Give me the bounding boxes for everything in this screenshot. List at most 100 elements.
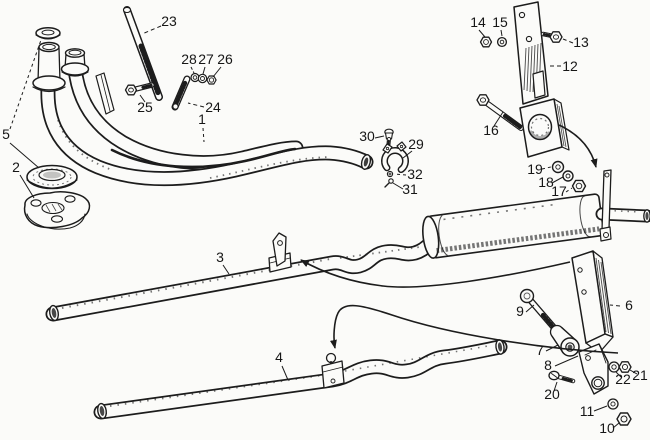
part-label-6: 6 [625,297,633,313]
part-label-17: 17 [551,183,567,199]
part-8-bracket [578,343,609,395]
part-label-13: 13 [573,34,589,50]
part-21-nut [618,361,632,373]
part-label-14: 14 [470,14,486,30]
callout-8: 8 [544,355,579,373]
part-label-8: 8 [544,357,552,373]
part-label-20: 20 [544,386,560,402]
callout-7: 7 [536,342,559,358]
part-label-5: 5 [2,126,10,142]
callout-17: 17 [551,183,573,199]
part-label-27: 27 [198,51,214,67]
callout-27: 27 [198,51,214,75]
callout-6: 6 [609,297,633,313]
tailpipe-clamp [321,352,345,389]
part-label-4: 4 [275,349,283,365]
part-label-7: 7 [536,342,544,358]
part-label-32: 32 [407,166,423,182]
part-label-2: 2 [12,159,20,175]
callout-9: 9 [516,303,535,319]
callout-18: 18 [538,174,564,190]
mount-rubber-block [519,98,570,158]
part-18-washer [562,170,574,182]
part-16-bolt [476,94,524,131]
part-26-nut [206,75,217,85]
callout-29: 29 [402,136,424,159]
callout-24: 24 [187,99,221,115]
part-label-30: 30 [359,128,375,144]
bracket-to-pipe3-arrow [300,259,571,288]
callout-14: 14 [470,14,486,38]
part-3-intermediate-pipe [45,235,439,322]
part-label-11: 11 [580,403,595,419]
part-label-29: 29 [408,136,424,152]
part-label-21: 21 [632,367,648,383]
silencer-hanger-strap [599,169,612,242]
hanger-strap-arrow [558,124,598,168]
callout-26: 26 [212,51,233,78]
part-5-sealing-rings [26,27,78,190]
callout-21: 21 [629,367,648,383]
part-23-stud [122,6,163,101]
part-27-washer [197,73,208,84]
callout-12: 12 [549,58,578,74]
part-13-bolt [540,31,563,43]
part-label-10: 10 [599,420,615,436]
part-29-clamp [381,141,409,175]
part-31-screw [384,178,394,188]
bracket-to-pipe4-arrow [330,304,619,354]
part-19-washer [551,160,565,174]
callout-16: 16 [483,111,504,138]
callout-15: 15 [492,14,508,37]
part-12-plate [513,1,549,105]
part-label-19: 19 [527,161,543,177]
part-20-bolt [548,370,576,384]
part-25-bolt [124,82,155,96]
callout-28: 28 [181,51,197,74]
part-label-23: 23 [161,13,177,29]
callout-30: 30 [359,128,385,144]
part-label-12: 12 [562,58,578,74]
part-28-nut [190,72,200,83]
part-10-nut [616,412,632,426]
callout-1: 1 [198,111,206,143]
part-label-25: 25 [137,99,153,115]
assembly-arrows [300,124,619,354]
callout-2: 2 [12,159,35,199]
part-label-28: 28 [181,51,197,67]
callout-23: 23 [141,13,177,35]
part-2-flange [23,191,91,230]
callout-10: 10 [599,420,620,436]
callout-25: 25 [137,94,153,115]
callout-20: 20 [544,381,560,402]
part-label-22: 22 [615,371,631,387]
part-label-24: 24 [205,99,221,115]
callout-5: 5 [2,39,42,169]
part-label-3: 3 [216,249,224,265]
callout-13: 13 [562,34,589,50]
part-label-16: 16 [483,122,499,138]
part-label-26: 26 [217,51,233,67]
part-label-15: 15 [492,14,508,30]
callout-11: 11 [580,403,608,419]
callout-31: 31 [392,181,418,197]
part-label-31: 31 [402,181,418,197]
part-label-18: 18 [538,174,554,190]
part-7-bushing [549,324,580,357]
part-4-tailpipe [93,339,508,420]
part-label-9: 9 [516,303,524,319]
callout-32: 32 [393,166,423,182]
part-14-nut [479,36,493,48]
callout-19: 19 [527,161,552,177]
callout-22: 22 [615,371,631,387]
pipe-3-hanger-tab [268,232,292,273]
part-11-washer [607,398,619,410]
part-17-nut [571,179,587,193]
part-label-1: 1 [198,111,206,127]
callout-4: 4 [275,349,289,381]
part-15-washer [496,36,508,48]
part-32-washer [386,170,394,178]
callouts: 1 2 3 4 5 6 7 8 [2,13,648,436]
